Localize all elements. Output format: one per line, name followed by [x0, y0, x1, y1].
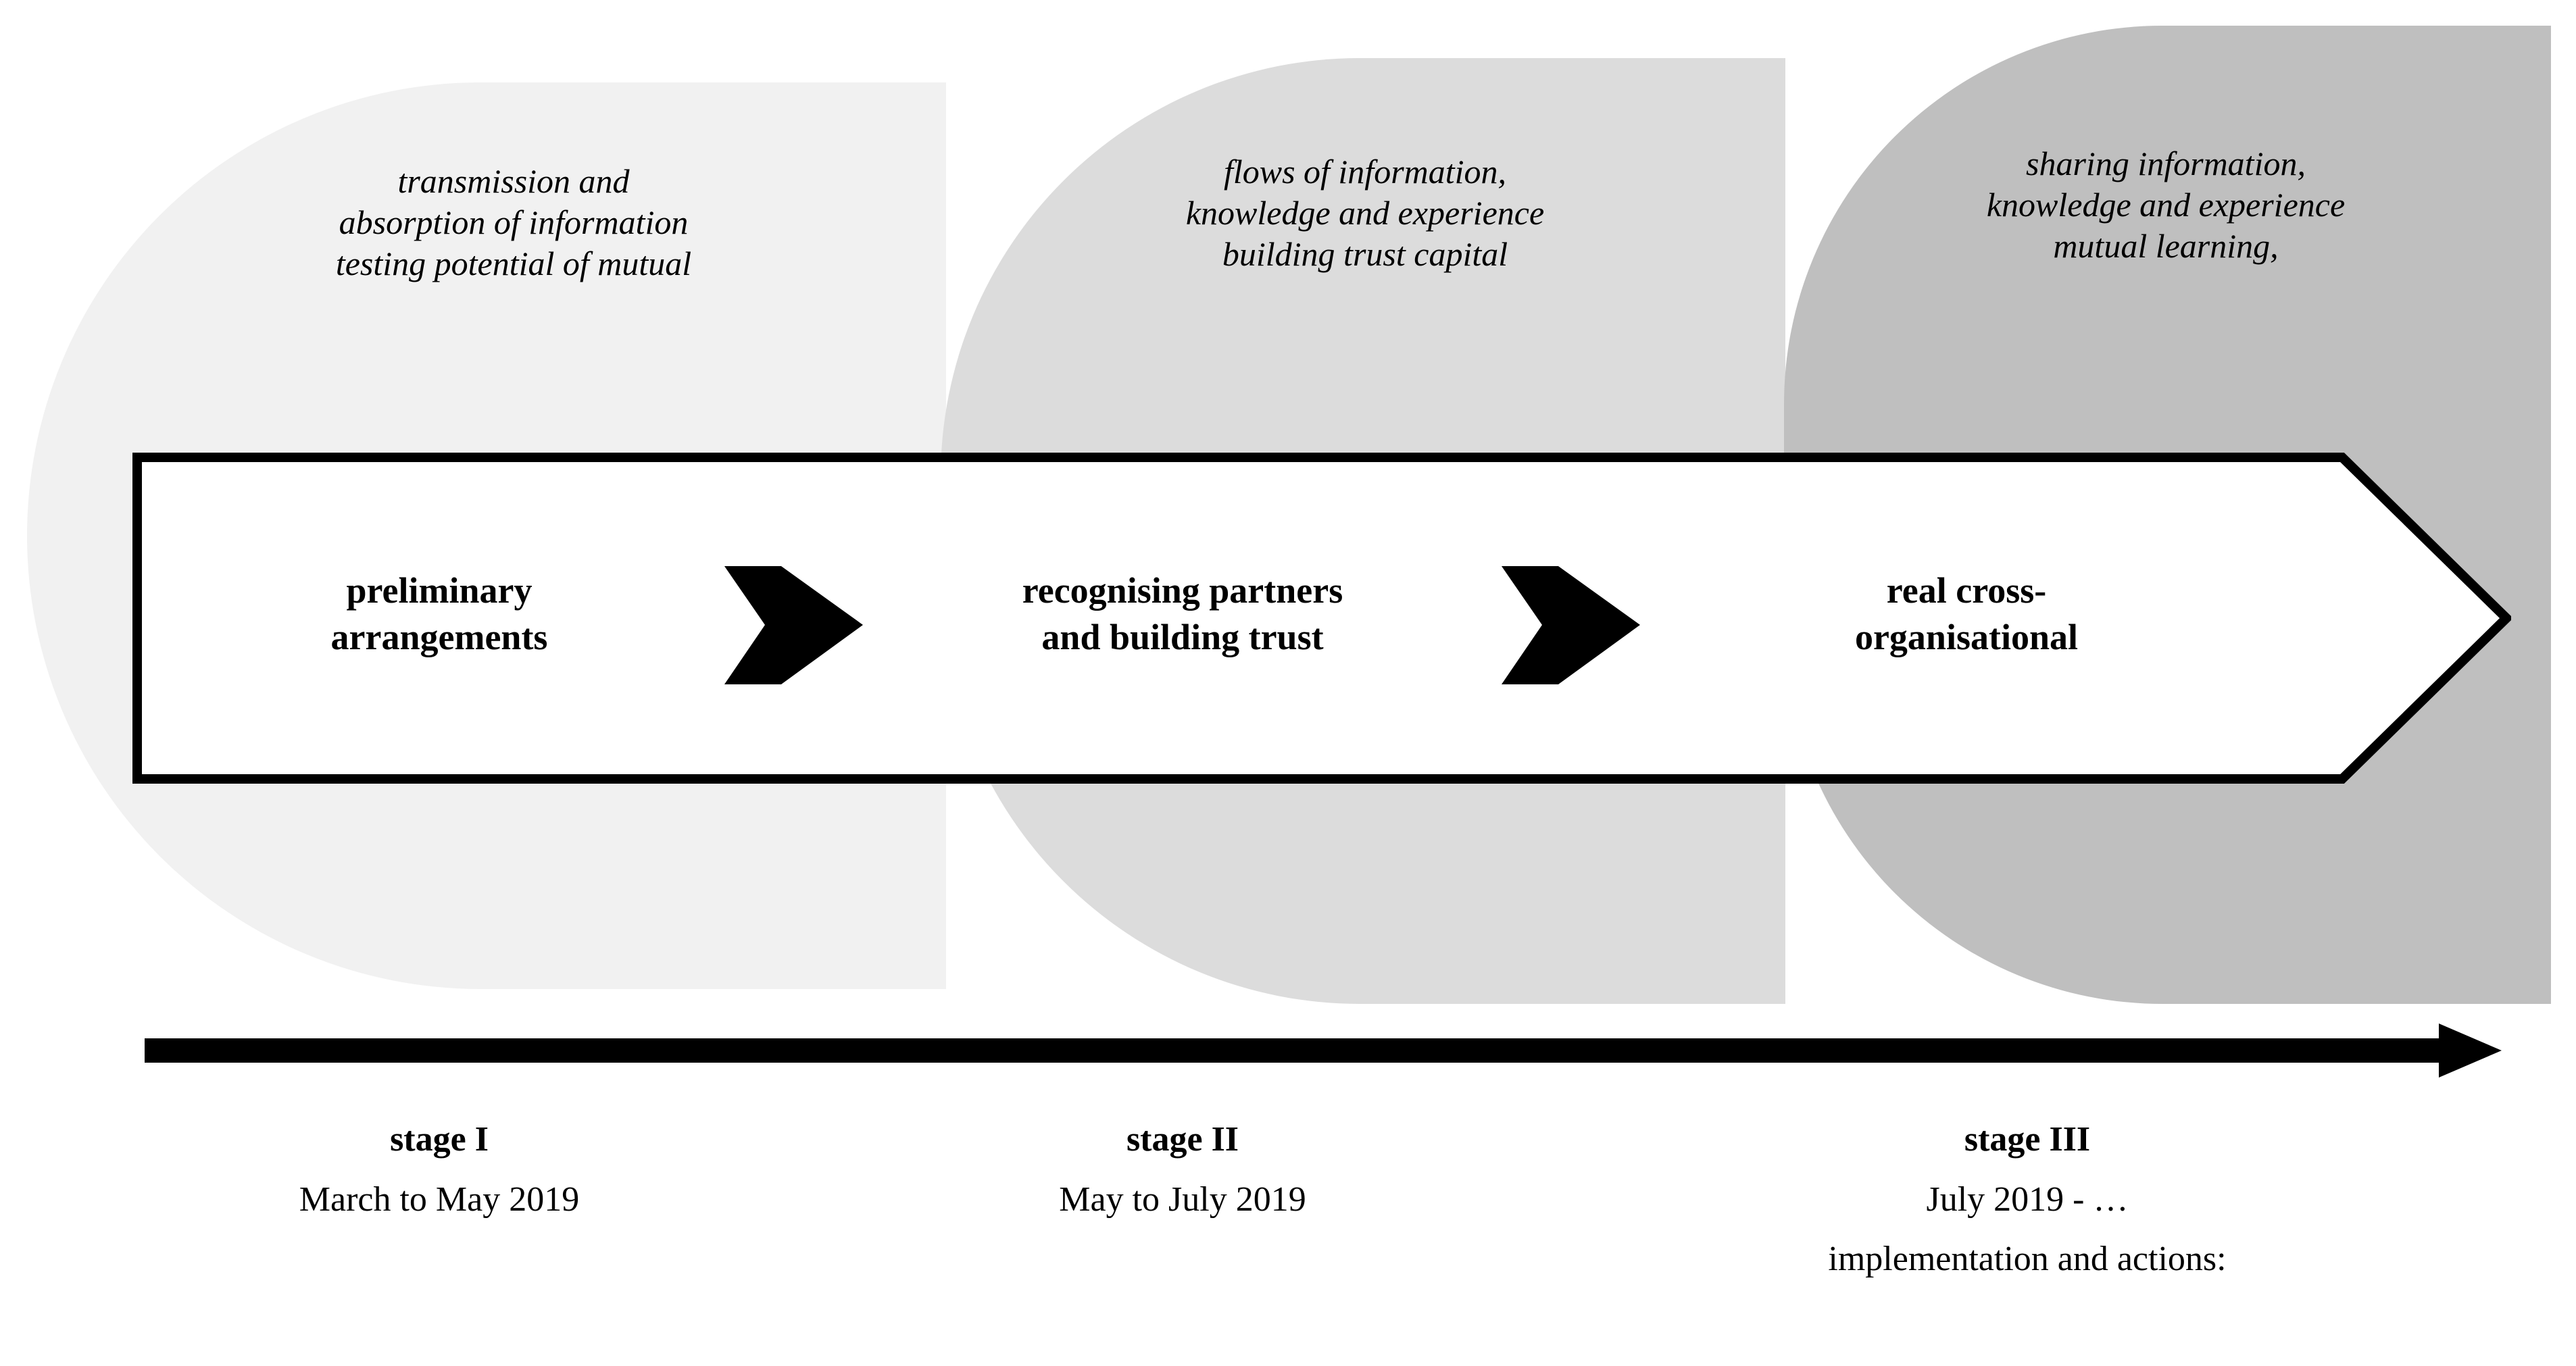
stage-2-caption: stage II May to July 2019: [966, 1121, 1399, 1218]
stage-1-to-2-separator: [724, 566, 863, 684]
stage-1-description-line-1: transmission and: [397, 162, 630, 200]
right-arrow-icon: [145, 1023, 2502, 1078]
stage-3-description-line-1: sharing information,: [2026, 145, 2306, 182]
stage-1-name: stage I: [390, 1120, 489, 1159]
stage-2-description-line-1: flows of information,: [1223, 153, 1507, 191]
stage-2-banner-label: recognising partners and building trust: [892, 567, 1473, 661]
stage-1-period: March to May 2019: [299, 1180, 580, 1219]
stage-3-extra-note: implementation and actions:: [1828, 1240, 2227, 1279]
stage-3-banner-label-line-1: real cross-: [1886, 570, 2047, 611]
process-banner: [132, 453, 2511, 784]
stage-2-description-line-2: knowledge and experience: [1185, 194, 1545, 232]
stage-1-description: transmission and absorption of informati…: [216, 161, 811, 284]
stage-3-caption: stage III July 2019 - … implementation a…: [1811, 1121, 2244, 1278]
stage-2-description: flows of information, knowledge and expe…: [1081, 151, 1649, 275]
stage-2-name: stage II: [1126, 1120, 1239, 1159]
stage-2-banner-label-line-1: recognising partners: [1022, 570, 1343, 611]
stage-3-description: sharing information, knowledge and exper…: [1872, 143, 2460, 267]
stage-1-banner-label: preliminary arrangements: [203, 567, 676, 661]
stage-2-to-3-separator: [1502, 566, 1640, 684]
stage-3-name: stage III: [1964, 1120, 2091, 1159]
stage-3-banner-label-line-2: organisational: [1854, 617, 2079, 658]
right-arrow-banner-icon: [132, 453, 2511, 784]
stage-1-banner-label-line-2: arrangements: [330, 617, 548, 658]
timeline-arrow: [145, 1023, 2502, 1078]
stage-1-banner-label-line-1: preliminary: [346, 570, 532, 611]
stage-3-description-line-2: knowledge and experience: [1986, 186, 2346, 224]
stage-1-description-line-2: absorption of information: [339, 203, 689, 241]
stage-1-caption: stage I March to May 2019: [223, 1121, 655, 1218]
stage-3-period: July 2019 - …: [1926, 1180, 2129, 1219]
chevron-right-icon: [1502, 566, 1640, 684]
stage-3-banner-label: real cross- organisational: [1710, 567, 2223, 661]
stage-2-banner-label-line-2: and building trust: [1041, 617, 1324, 658]
stage-2-description-line-3: building trust capital: [1222, 235, 1508, 273]
stage-2-period: May to July 2019: [1059, 1180, 1306, 1219]
stage-3-description-line-3: mutual learning,: [2053, 227, 2279, 265]
chevron-right-icon: [724, 566, 863, 684]
stage-1-description-line-3: testing potential of mutual: [335, 245, 692, 282]
